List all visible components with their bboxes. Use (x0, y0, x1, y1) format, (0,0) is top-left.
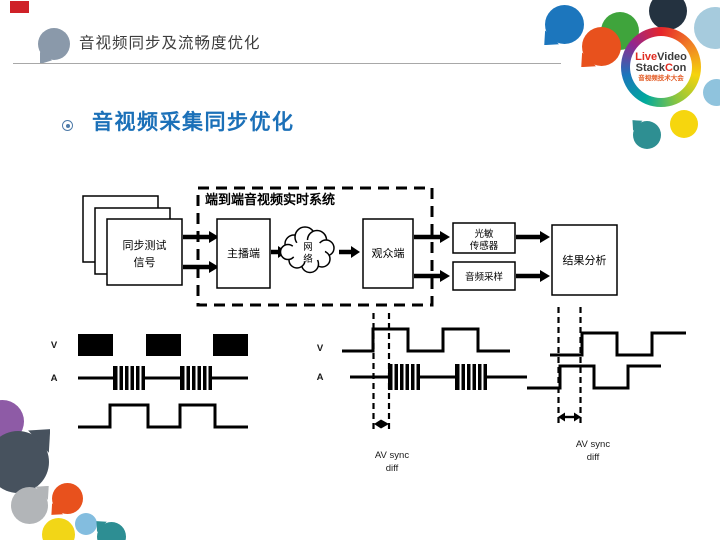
dark-bubble-decoration (0, 431, 49, 493)
blue-bubble-decoration (545, 5, 584, 44)
flow-arrows (183, 231, 550, 282)
network-label-2: 络 (303, 253, 313, 265)
waveform-group-reference: V A (51, 334, 248, 429)
e2e-system-label: 端到端音视频实时系统 (205, 192, 335, 207)
reference-square-wave (78, 403, 248, 429)
speech-bubble-icon (38, 28, 70, 60)
audio-wave-square (527, 364, 661, 390)
livevideostackcon-logo: LiveVideo StackCon 音视频技术大会 (621, 27, 701, 107)
test-signal-label-2: 信号 (134, 256, 156, 269)
teal-bubble-decoration (633, 121, 661, 149)
orange-bubble-decoration (52, 483, 83, 514)
sync-diff-arrow (374, 419, 389, 429)
sync-diff-label-2: diff (587, 452, 600, 463)
video-wave-square (550, 331, 686, 357)
a-label-measured: A (317, 372, 324, 383)
sync-diff-label-1: AV sync (375, 450, 409, 461)
sync-diff-label-1: AV sync (576, 439, 610, 450)
broadcaster-box: 主播端 (216, 218, 271, 289)
broadcaster-label: 主播端 (227, 246, 260, 260)
network-cloud: 网 络 (279, 226, 335, 274)
yellow-circle-decoration (670, 110, 698, 138)
video-wave-measured (342, 327, 510, 353)
result-analysis-label: 结果分析 (563, 253, 607, 267)
header-divider (13, 63, 561, 64)
logo-text-area: LiveVideo StackCon 音视频技术大会 (630, 36, 692, 98)
photo-sensor-label-1: 光敏 (474, 228, 494, 240)
a-label-ref: A (51, 373, 58, 384)
waveform-group-square: AV sync diff (527, 307, 686, 463)
logo-line1: LiveVideo (635, 50, 687, 63)
e2e-system-box: 端到端音视频实时系统 (196, 186, 434, 307)
sync-diff-label-2: diff (386, 463, 399, 474)
photo-sensor-label-2: 传感器 (470, 240, 499, 252)
lightblue-small-circle (703, 79, 720, 106)
audio-burst (180, 366, 212, 390)
test-signal-label-1: 同步测试 (123, 239, 167, 252)
teal-bubble-decoration (97, 522, 126, 540)
result-analysis-box: 结果分析 (551, 224, 618, 296)
orange-bubble-decoration (582, 27, 621, 66)
audio-burst (455, 364, 487, 390)
waveform-group-measured: V A AV sync diff (317, 313, 527, 474)
yellow-circle-decoration (42, 518, 75, 540)
gray-bubble-decoration (11, 487, 48, 524)
audio-capture-label: 音频采样 (465, 271, 503, 283)
audio-burst (388, 364, 420, 390)
photo-sensor-box: 光敏 传感器 (452, 222, 516, 254)
network-label-1: 网 (303, 242, 313, 253)
viewer-label: 观众端 (372, 247, 405, 260)
logo-line2: StackCon (635, 62, 687, 75)
audio-capture-box: 音频采样 (452, 261, 516, 291)
logo-tagline: 音视频技术大会 (638, 74, 684, 82)
red-accent-mark (10, 1, 29, 13)
lightblue-circle-decoration (75, 513, 97, 535)
section-bullet-icon (62, 120, 73, 131)
viewer-box: 观众端 (362, 218, 414, 289)
sync-diff-arrow (558, 412, 581, 422)
v-label-measured: V (317, 343, 324, 354)
v-label-ref: V (51, 340, 58, 351)
audio-burst (113, 366, 145, 390)
navy-bubble-decoration (649, 0, 687, 30)
section-title: 音视频采集同步优化 (92, 111, 295, 134)
video-frame-bar (78, 334, 248, 356)
test-signal-stack: 同步测试 信号 (82, 195, 183, 286)
slide-header-title: 音视频同步及流畅度优化 (79, 35, 261, 52)
